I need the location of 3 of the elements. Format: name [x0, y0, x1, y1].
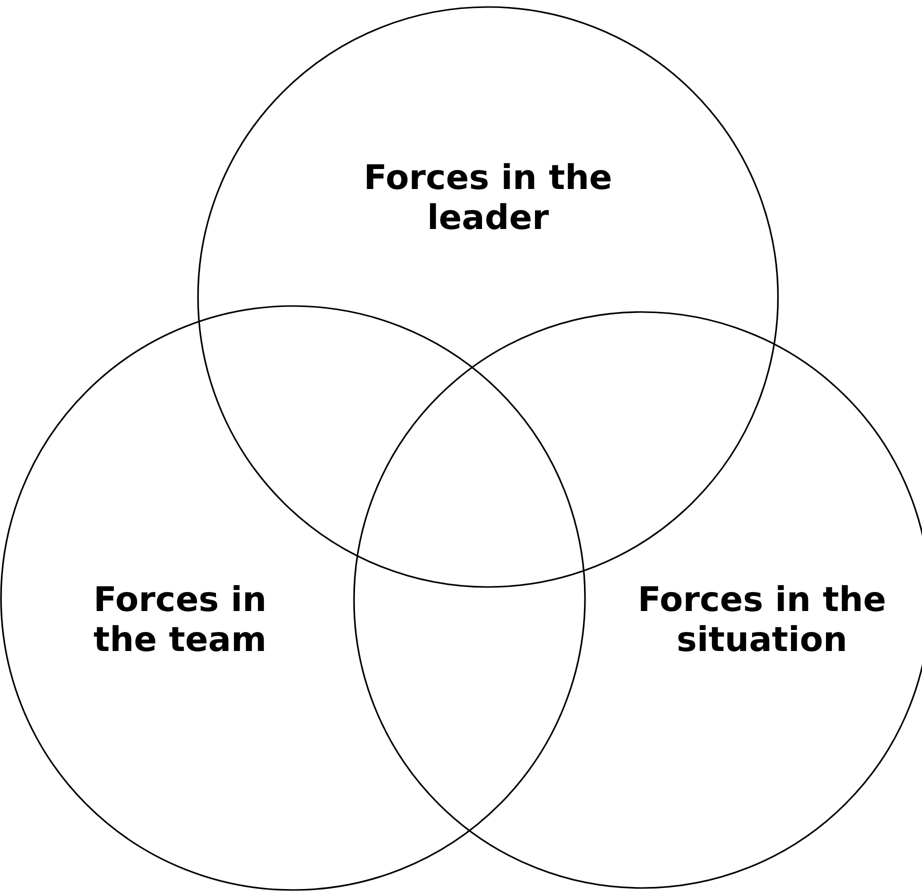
circle-label: Forces in the leader	[362, 158, 614, 238]
circle-label: Forces in the situation	[636, 580, 888, 660]
circle-label: Forces in the team	[92, 580, 268, 660]
